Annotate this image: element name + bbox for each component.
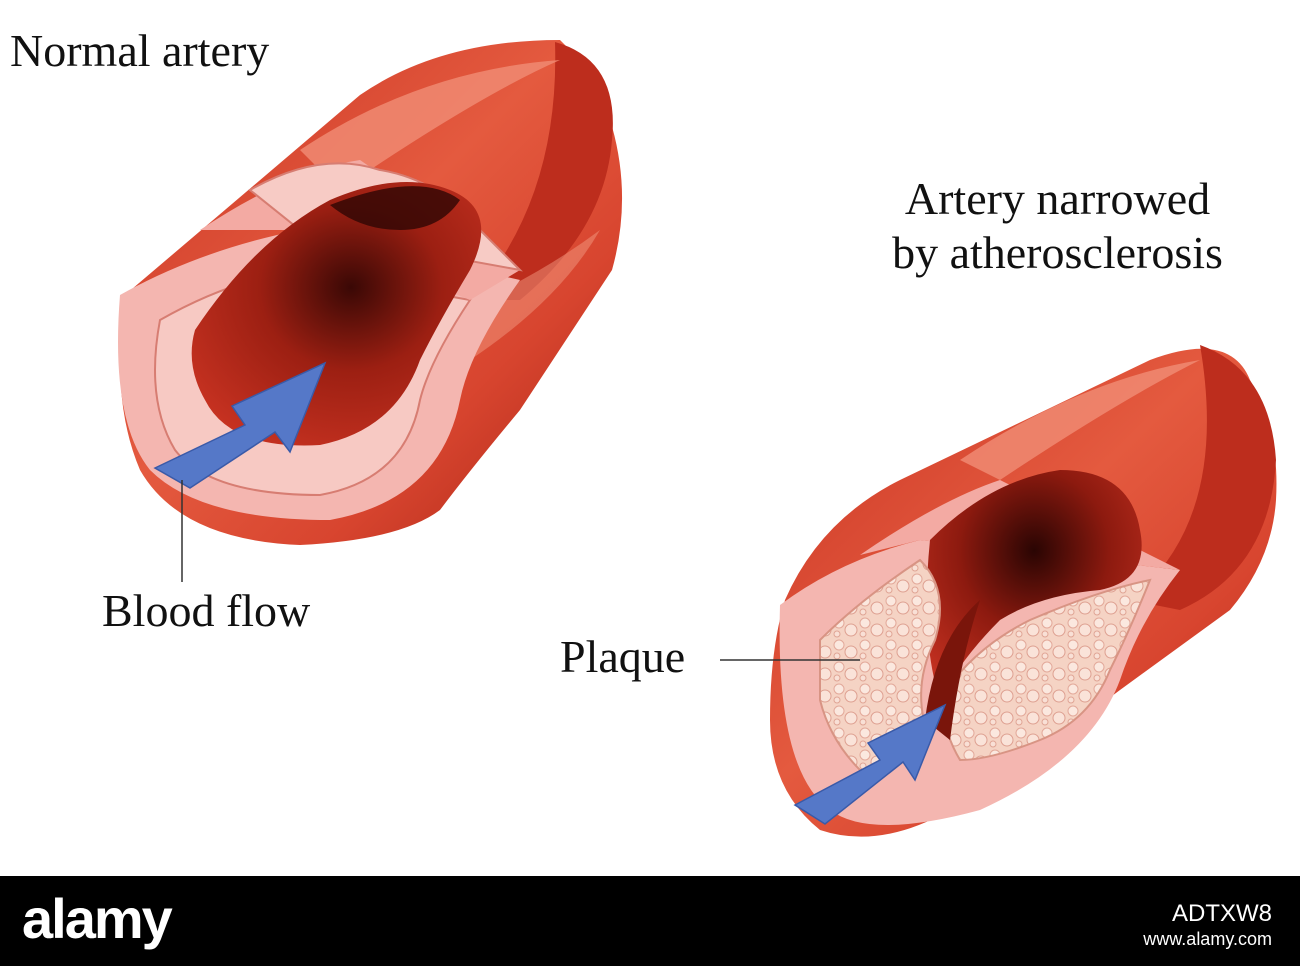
narrowed-artery [720, 345, 1277, 837]
narrowed-artery-title: Artery narrowed by atherosclerosis [860, 172, 1255, 280]
plaque-mass [938, 578, 1152, 762]
site-url: www.alamy.com [1143, 929, 1272, 949]
blood-flow-label: Blood flow [102, 585, 311, 636]
artery-illustration [118, 40, 1277, 837]
narrowed-title-line-1: Artery narrowed [904, 173, 1211, 224]
plaque-mass [819, 558, 941, 772]
watermark-footer: alamy ADTXW8 www.alamy.com [0, 876, 1300, 966]
normal-artery [118, 40, 623, 582]
plaque-label: Plaque [560, 631, 686, 682]
brand-logo: alamy [22, 887, 173, 950]
narrowed-title-line-2: by atherosclerosis [892, 227, 1223, 278]
normal-artery-title: Normal artery [10, 25, 270, 76]
blood-flow-arrow-icon [153, 361, 327, 489]
image-id: ADTXW8 [1171, 900, 1272, 927]
narrowed-flow-arrow-icon [793, 703, 947, 825]
artery-diagram: Normal artery Artery narrowed by atheros… [10, 25, 1277, 837]
